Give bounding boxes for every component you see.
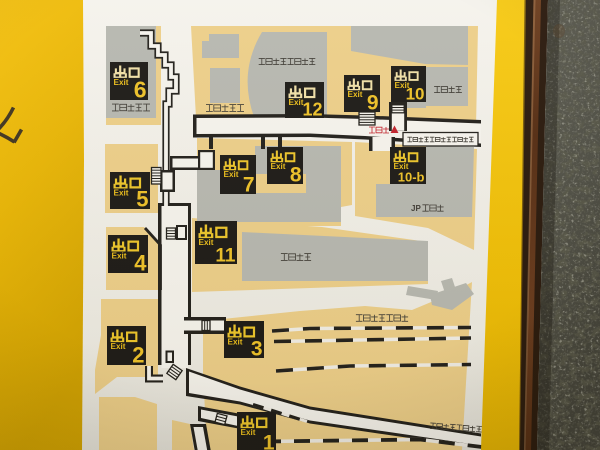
- svg-text:2: 2: [132, 343, 144, 368]
- svg-text:6: 6: [134, 77, 147, 103]
- svg-text:Exit: Exit: [348, 90, 363, 99]
- svg-text:12: 12: [302, 100, 322, 120]
- svg-text:JP: JP: [411, 204, 421, 213]
- svg-text:11: 11: [215, 246, 236, 267]
- svg-text:Exit: Exit: [114, 78, 129, 87]
- svg-text:1: 1: [263, 432, 275, 450]
- svg-text:3: 3: [251, 338, 263, 361]
- svg-text:Exit: Exit: [199, 238, 214, 247]
- svg-text:Exit: Exit: [271, 162, 286, 171]
- svg-text:Exit: Exit: [224, 170, 239, 179]
- svg-text:4: 4: [134, 251, 147, 276]
- svg-text:8: 8: [290, 164, 302, 187]
- svg-text:7: 7: [243, 174, 255, 197]
- svg-text:Exit: Exit: [112, 252, 127, 261]
- svg-text:5: 5: [136, 187, 148, 212]
- svg-text:10-b: 10-b: [398, 170, 425, 185]
- svg-text:Exit: Exit: [241, 428, 256, 437]
- svg-text:Exit: Exit: [395, 81, 410, 90]
- svg-text:10: 10: [406, 85, 425, 104]
- svg-text:Exit: Exit: [394, 162, 409, 171]
- svg-text:Exit: Exit: [228, 338, 243, 347]
- svg-text:Exit: Exit: [289, 98, 304, 107]
- svg-text:Exit: Exit: [111, 342, 126, 351]
- svg-text:Exit: Exit: [114, 189, 129, 198]
- svg-text:9: 9: [367, 92, 379, 115]
